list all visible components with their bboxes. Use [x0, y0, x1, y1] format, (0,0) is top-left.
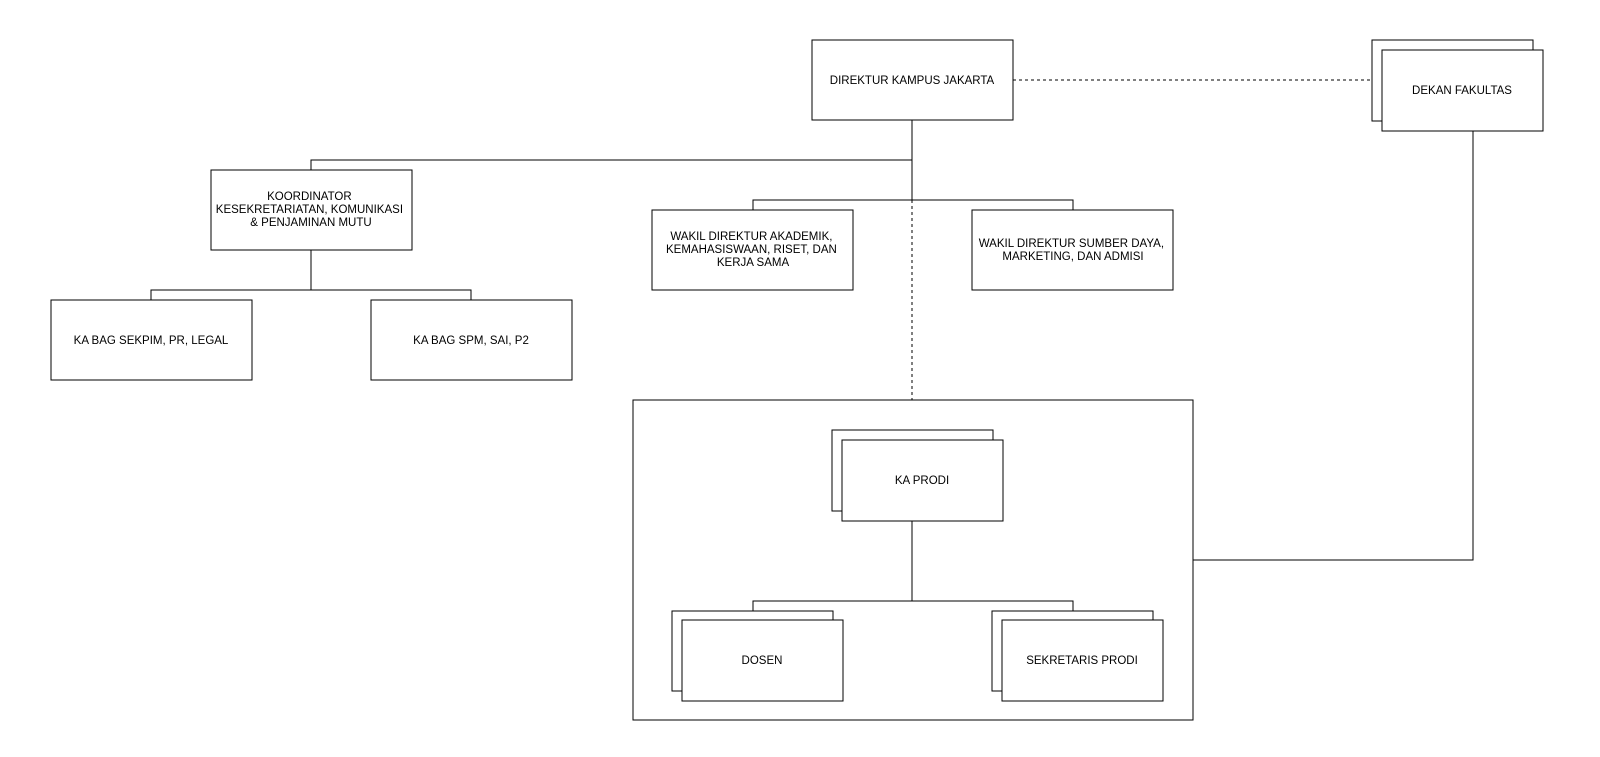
node-ka-bag-spm[interactable]: KA BAG SPM, SAI, P2 [370, 299, 573, 381]
svg-text:KA PRODI: KA PRODI [895, 475, 949, 487]
node-label-line: WAKIL DIREKTUR SUMBER DAYA, [979, 238, 1164, 250]
node-label-line: & PENJAMINAN MUTU [250, 217, 371, 229]
edge-direktur-wakil-sumber-daya [912, 199, 1074, 210]
node-ka-prodi[interactable]: KA PRODI [831, 429, 1004, 522]
svg-text:KOORDINATOR KESEKRETARIA: KOORDINATOR KESEKRETARIATAN, KOMUNIKASI … [216, 191, 406, 229]
node-label-line: DIREKTUR KAMPUS JAKARTA [830, 75, 995, 87]
edge-direktur-wakil-akademik [752, 160, 913, 210]
edge-koordinator-ka-bag-spm [311, 289, 472, 300]
connectors [150, 79, 1474, 611]
node-label-line: KA BAG SEKPIM, PR, LEGAL [74, 335, 229, 347]
node-wakil-direktur-akademik[interactable]: WAKIL DIREKTUR AKADEMIK, KEMAHASISWAAN, … [651, 209, 854, 291]
node-dekan-fakultas[interactable]: DEKAN FAKULTAS [1371, 39, 1544, 132]
svg-text:WAKIL DIREKTUR SUMBER DAYA,: WAKIL DIREKTUR SUMBER DAYA, MARKETING, D… [979, 238, 1168, 263]
svg-text:DEKAN FAKULTAS: DEKAN FAKULTAS [1412, 85, 1512, 97]
svg-text:KA BAG SEKPIM, PR, LEGAL: KA BAG SEKPIM, PR, LEGAL [74, 335, 229, 347]
node-dosen[interactable]: DOSEN [671, 610, 844, 702]
node-label-line: KERJA SAMA [717, 257, 790, 269]
svg-text:DOSEN: DOSEN [742, 655, 783, 667]
edge-dekan-prodi-group [1193, 131, 1474, 561]
node-wakil-direktur-sumber-daya[interactable]: WAKIL DIREKTUR SUMBER DAYA, MARKETING, D… [971, 209, 1174, 291]
svg-text:SEKRETARIS PRODI: SEKRETARIS PRODI [1026, 655, 1138, 667]
svg-text:KA BAG SPM, SAI, P2: KA BAG SPM, SAI, P2 [413, 335, 529, 347]
node-label-line: KA BAG SPM, SAI, P2 [413, 335, 529, 347]
svg-text:DIREKTUR KAMPUS JAKARTA: DIREKTUR KAMPUS JAKARTA [830, 75, 995, 87]
node-sekretaris-prodi[interactable]: SEKRETARIS PRODI [991, 610, 1164, 702]
edge-koordinator-ka-bag-sekpim [150, 250, 312, 300]
node-label-line: WAKIL DIREKTUR AKADEMIK, [670, 231, 832, 243]
edge-direktur-koordinator [310, 120, 913, 170]
node-direktur-kampus-jakarta[interactable]: DIREKTUR KAMPUS JAKARTA [811, 39, 1014, 121]
node-ka-bag-sekpim[interactable]: KA BAG SEKPIM, PR, LEGAL [50, 299, 253, 381]
node-label-line: SEKRETARIS PRODI [1026, 655, 1138, 667]
edge-ka-prodi-sekretaris [912, 600, 1074, 611]
edge-ka-prodi-dosen [752, 521, 913, 611]
node-label-line: KESEKRETARIATAN, KOMUNIKASI [216, 204, 403, 216]
node-label-line: KOORDINATOR [267, 191, 352, 203]
node-label-line: MARKETING, DAN ADMISI [1002, 251, 1143, 263]
node-label-line: DEKAN FAKULTAS [1412, 85, 1512, 97]
svg-text:WAKIL DIREKTUR AKADEMIK,: WAKIL DIREKTUR AKADEMIK, KEMAHASISWAAN, … [666, 231, 840, 269]
node-label-line: KEMAHASISWAAN, RISET, DAN [666, 244, 837, 256]
node-label-line: KA PRODI [895, 475, 949, 487]
node-koordinator[interactable]: KOORDINATOR KESEKRETARIATAN, KOMUNIKASI … [210, 169, 413, 251]
node-label-line: DOSEN [742, 655, 783, 667]
